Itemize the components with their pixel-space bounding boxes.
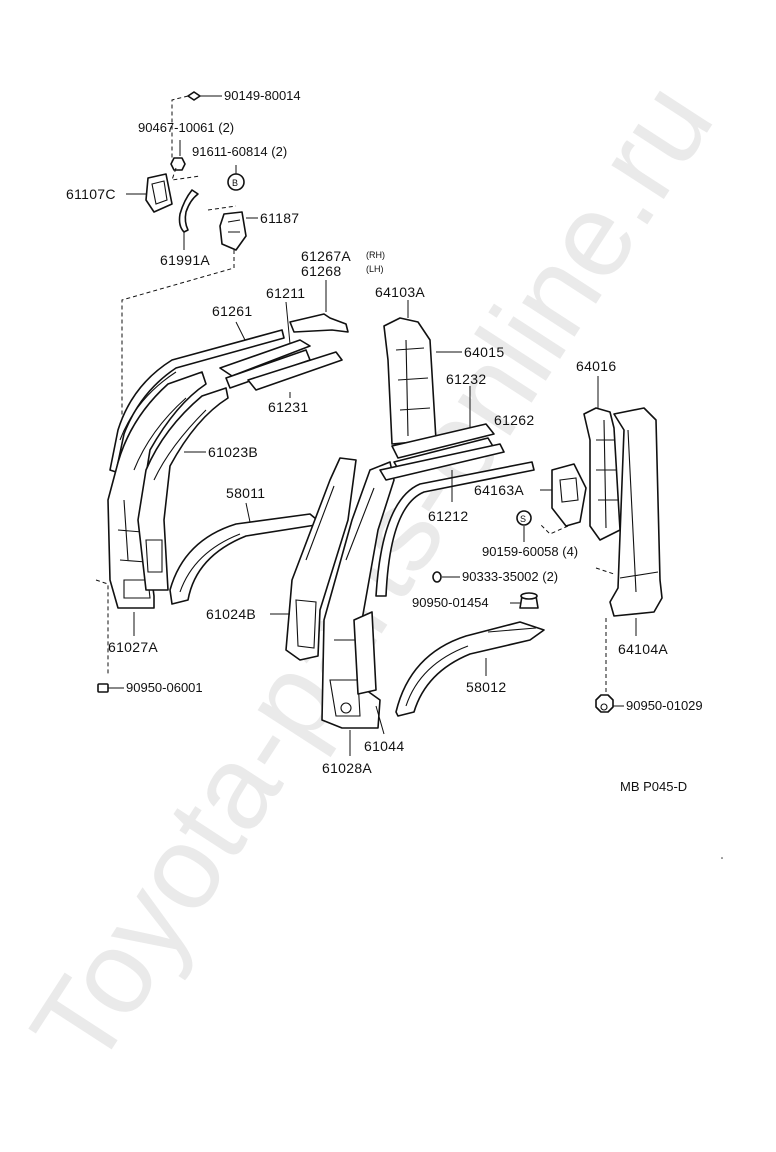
label-90159-60058[interactable]: 90159-60058 (4) (482, 544, 578, 559)
svg-text:B: B (232, 178, 238, 188)
label-61187[interactable]: 61187 (260, 210, 299, 226)
plug-90950-06001[interactable] (97, 683, 109, 693)
part-61023b-front-pillar-inner[interactable] (137, 387, 229, 591)
label-64163a[interactable]: 64163A (474, 482, 524, 498)
label-61231[interactable]: 61231 (268, 399, 308, 415)
label-64104a[interactable]: 64104A (618, 641, 668, 657)
scan-dot (721, 857, 723, 859)
plug-90950-01029[interactable] (595, 694, 614, 713)
clip-90149-80014[interactable] (187, 91, 222, 101)
label-61267a[interactable]: 61267A (301, 248, 351, 264)
part-64163a-bracket[interactable] (551, 463, 587, 527)
part-61267a-61268-bracket[interactable] (289, 313, 349, 333)
part-61044-pillar-stiffener[interactable] (353, 611, 377, 695)
part-61107c-bracket[interactable] (145, 173, 173, 213)
label-61212[interactable]: 61212 (428, 508, 468, 524)
label-61262[interactable]: 61262 (494, 412, 534, 428)
dashed-guide (121, 250, 235, 420)
part-61991a-hinge-strap[interactable] (178, 189, 199, 233)
label-58011[interactable]: 58011 (226, 485, 265, 501)
part-64104a-rear-pillar[interactable] (609, 407, 663, 617)
svg-text:S: S (520, 514, 526, 524)
dashed-guide (539, 523, 569, 535)
label-90950-06001[interactable]: 90950-06001 (126, 680, 203, 695)
label-61261[interactable]: 61261 (212, 303, 252, 319)
label-64016[interactable]: 64016 (576, 358, 616, 374)
label-90467-10061[interactable]: 90467-10061 (2) (138, 120, 234, 135)
label-61024b[interactable]: 61024B (206, 606, 256, 622)
label-90950-01029[interactable]: 90950-01029 (626, 698, 703, 713)
diagram-code: MB P045-D (620, 779, 687, 794)
part-58012-wheel-house[interactable] (395, 621, 545, 717)
part-61187-bracket[interactable] (219, 211, 247, 251)
label-58012[interactable]: 58012 (466, 679, 506, 695)
plug-90333-35002[interactable] (432, 571, 442, 583)
label-61023b[interactable]: 61023B (208, 444, 258, 460)
part-61212-roof-rail[interactable] (379, 443, 505, 481)
label-61027a[interactable]: 61027A (108, 639, 158, 655)
plug-90950-01454[interactable] (519, 592, 539, 609)
nut-90467-10061[interactable] (170, 157, 186, 171)
label-61232[interactable]: 61232 (446, 371, 486, 387)
part-61024b-center-pillar-outer[interactable] (285, 457, 357, 661)
clip-90159-60058[interactable]: S (516, 510, 532, 526)
part-61231-rail-panel[interactable] (247, 351, 343, 391)
label-61107c[interactable]: 61107C (66, 186, 116, 202)
label-64103a[interactable]: 64103A (375, 284, 425, 300)
dashed-guide (207, 205, 237, 211)
dashed-guide (95, 579, 109, 676)
bolt-91611-60814[interactable]: B (227, 165, 245, 191)
label-61028a[interactable]: 61028A (322, 760, 372, 776)
part-61262-weatherstrip[interactable] (375, 461, 535, 597)
part-61261-roof-rail-weatherstrip[interactable] (109, 329, 285, 473)
label-64015[interactable]: 64015 (464, 344, 504, 360)
label-61268-side: (LH) (366, 264, 384, 274)
part-64103a-pillar-inner[interactable] (383, 317, 437, 445)
dashed-guide (595, 567, 615, 575)
label-61044[interactable]: 61044 (364, 738, 404, 754)
label-91611-60814[interactable]: 91611-60814 (2) (192, 144, 287, 159)
label-61268[interactable]: 61268 (301, 263, 341, 279)
dashed-guide (171, 167, 201, 181)
dashed-guide (171, 95, 189, 162)
label-90950-01454[interactable]: 90950-01454 (412, 595, 489, 610)
label-90149-80014[interactable]: 90149-80014 (224, 88, 301, 103)
label-90333-35002[interactable]: 90333-35002 (2) (462, 569, 558, 584)
label-61267a-side: (RH) (366, 250, 385, 260)
part-64016-rear-pillar-inner[interactable] (583, 407, 621, 541)
label-61211[interactable]: 61211 (266, 285, 305, 301)
part-61028a-center-pillar[interactable] (321, 461, 395, 729)
label-61991a[interactable]: 61991A (160, 252, 210, 268)
